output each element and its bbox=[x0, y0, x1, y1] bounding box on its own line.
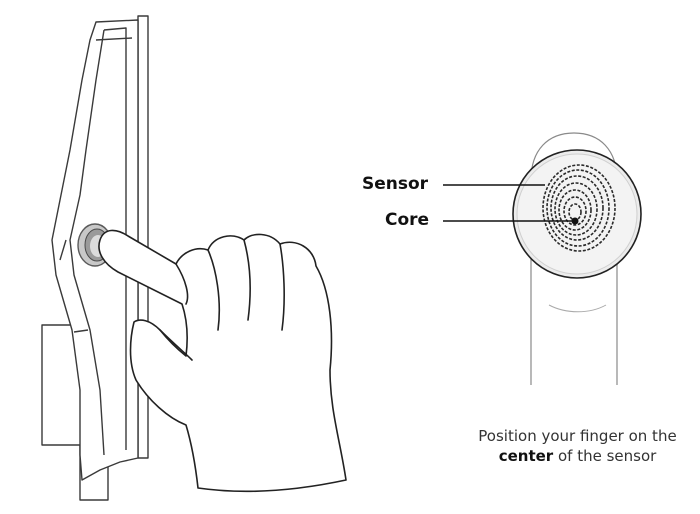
finger-knuckle-line bbox=[548, 304, 607, 313]
hand-crease bbox=[279, 243, 285, 331]
caption-line-1: Position your finger on the bbox=[478, 427, 677, 445]
hand-thumb-crease bbox=[159, 329, 193, 361]
finger-detail bbox=[443, 132, 642, 385]
core-label: Core bbox=[385, 210, 430, 230]
instruction-caption: Position your finger on the center of th… bbox=[455, 426, 700, 466]
caption-line-2: center of the sensor bbox=[455, 446, 700, 466]
hand-crease bbox=[175, 263, 189, 305]
hand-crease bbox=[243, 239, 251, 321]
caption-emphasis: center bbox=[498, 447, 554, 465]
device-face-line bbox=[69, 27, 127, 456]
device-edge-line bbox=[59, 37, 133, 333]
hand bbox=[98, 229, 347, 493]
core-point bbox=[571, 217, 579, 225]
sensor-label: Sensor bbox=[362, 174, 429, 194]
hand-crease bbox=[207, 249, 221, 331]
caption-line-2-rest: of the sensor bbox=[553, 447, 657, 465]
